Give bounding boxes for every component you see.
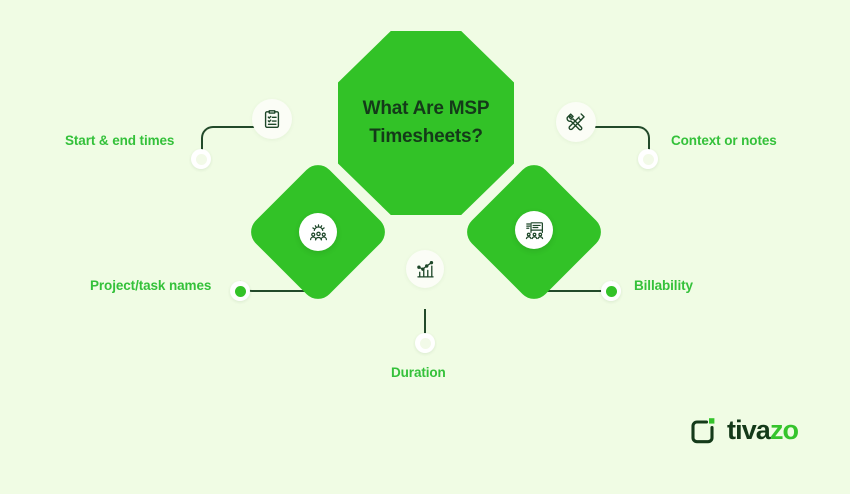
node-dot-context-or-notes[interactable] xyxy=(638,149,658,169)
center-octagon: What Are MSP Timesheets? xyxy=(338,31,514,215)
connector-duration xyxy=(424,309,426,338)
brand-name-primary: tiva xyxy=(727,414,771,445)
node-dot-start-end-times[interactable] xyxy=(191,149,211,169)
label-project-task-names: Project/task names xyxy=(90,278,212,293)
icon-badge-start-end-times xyxy=(252,99,292,139)
brand-logo-text: tivazo xyxy=(727,414,799,445)
page-title: What Are MSP Timesheets? xyxy=(362,97,490,148)
node-dot-billability[interactable] xyxy=(601,281,621,301)
brand-logo: tivazo xyxy=(688,414,799,446)
clipboard-checklist-icon xyxy=(261,108,283,130)
team-gear-icon xyxy=(308,222,329,243)
icon-badge-duration xyxy=(406,250,444,288)
connector-start-end-times xyxy=(201,126,258,161)
label-context-or-notes: Context or notes xyxy=(671,133,777,148)
node-dot-core xyxy=(642,153,654,165)
tools-wrench-screwdriver-icon xyxy=(565,111,587,133)
bar-chart-trend-icon xyxy=(415,259,436,280)
node-dot-core xyxy=(419,337,431,349)
icon-badge-billability xyxy=(515,211,553,249)
label-billability: Billability xyxy=(634,278,693,293)
brand-name-accent: zo xyxy=(769,414,799,445)
node-dot-duration[interactable] xyxy=(415,333,435,353)
label-duration: Duration xyxy=(391,365,446,380)
node-dot-core xyxy=(234,285,246,297)
node-dot-project-task-names[interactable] xyxy=(230,281,250,301)
node-dot-core xyxy=(605,285,617,297)
label-start-end-times: Start & end times xyxy=(65,133,175,148)
icon-badge-context-or-notes xyxy=(556,102,596,142)
icon-badge-project-task-names xyxy=(299,213,337,251)
node-dot-core xyxy=(195,153,207,165)
presentation-board-people-icon xyxy=(524,220,545,241)
connector-context-or-notes xyxy=(592,126,650,161)
bracket-square-flag-icon xyxy=(688,414,718,446)
